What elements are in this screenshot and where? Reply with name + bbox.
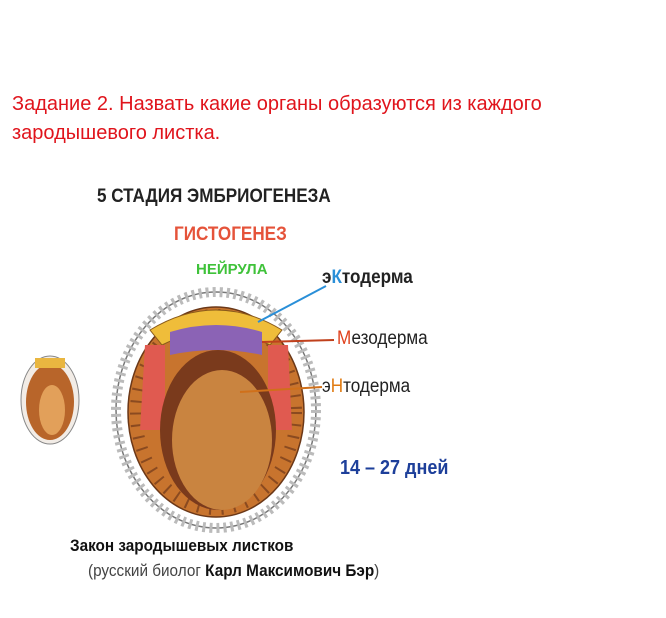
law-title: Закон зародышевых листков [70,536,294,555]
main-embryo-icon [111,287,321,533]
scientist-suffix: ) [374,561,380,580]
stage-title: 5 СТАДИЯ ЭМБРИОГЕНЕЗА [97,186,331,207]
label-accent: М [337,328,352,349]
label-prefix: э [322,267,332,288]
scientist-name: Карл Максимович Бэр [205,561,375,580]
entoderm-pointer [239,386,323,393]
duration-label: 14 – 27 дней [340,457,449,479]
task-text: Задание 2. Назвать какие органы образуют… [12,93,542,144]
ectoderm-label: эКтодерма [322,267,413,289]
neurula-label: НЕЙРУЛА [196,261,268,278]
scientist-line: (русский биолог Карл Максимович Бэр) [88,561,379,581]
small-embryo-icon [20,355,80,445]
histogenesis-label: ГИСТОГЕНЕЗ [174,224,287,245]
label-rest: езодерма [351,328,428,349]
scientist-prefix: (русский биолог [88,561,206,580]
label-rest: тодерма [341,267,413,288]
label-accent: К [331,267,342,288]
ectoderm-pointer [257,285,327,323]
mesoderm-label: Мезодерма [337,328,428,350]
entoderm-label: эНтодерма [322,376,410,398]
label-accent: Н [330,376,344,397]
label-rest: тодерма [343,376,411,397]
label-prefix: э [322,376,331,397]
mesoderm-pointer [261,339,335,343]
